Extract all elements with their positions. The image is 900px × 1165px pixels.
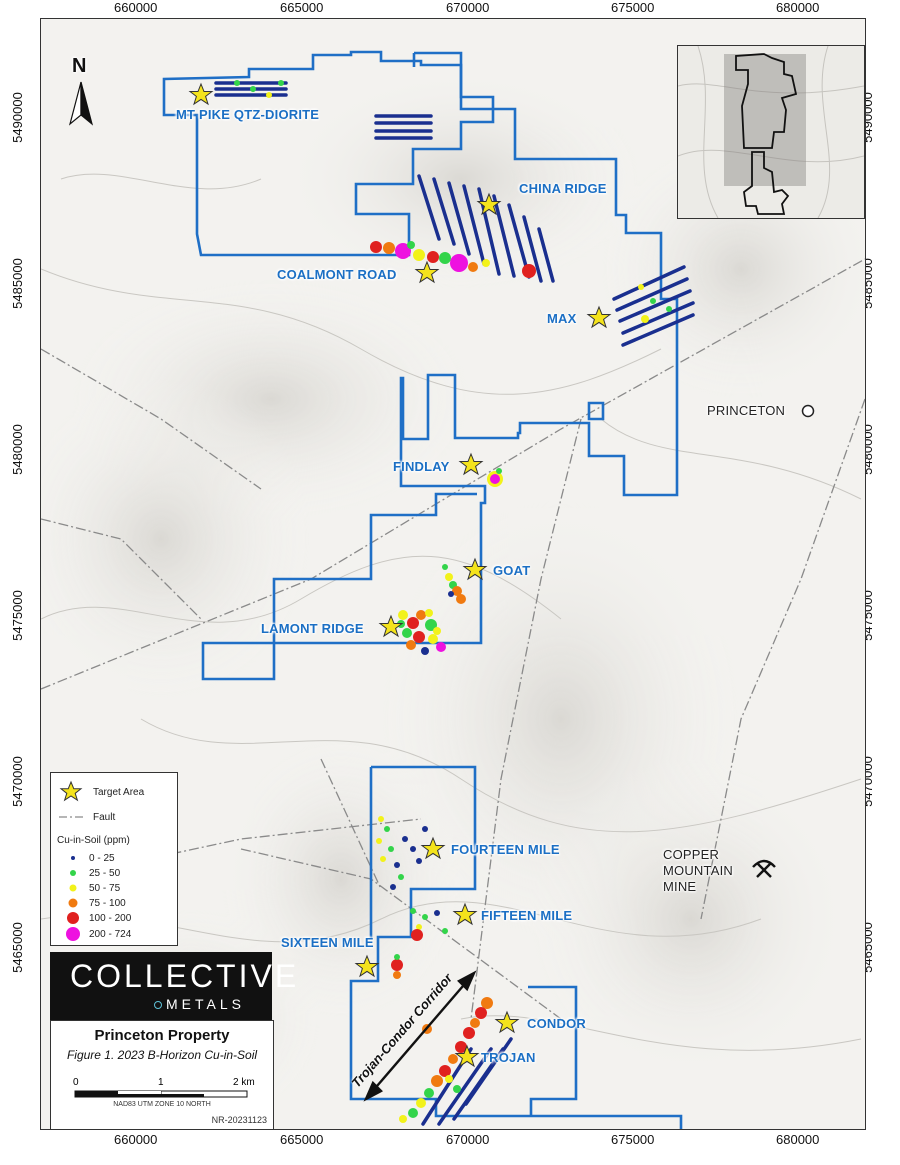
y-tick-left-5465000: 5465000 <box>9 922 25 973</box>
label-china-ridge: CHINA RIDGE <box>519 181 607 196</box>
legend-class-3: 50 - 75 <box>89 882 121 894</box>
princeton-marker <box>801 404 815 418</box>
title-property: Princeton Property <box>94 1027 230 1044</box>
property-boundary <box>162 50 683 1129</box>
ref-code: NR-20231123 <box>211 1115 267 1125</box>
soil-cluster-max <box>638 284 672 323</box>
collective-metals-logo: COLLECTIVE METALS <box>50 952 296 1020</box>
soil-cluster-coalmont-road <box>370 241 536 278</box>
legend-cu-title: Cu-in-Soil (ppm) <box>57 834 130 846</box>
soil-cluster-goat <box>442 564 466 604</box>
logo-line-2: METALS <box>166 996 245 1012</box>
label-mt-pike: MT PIKE QTZ-DIORITE <box>176 107 320 122</box>
north-label: N <box>72 55 87 77</box>
projection-text: NAD83 UTM ZONE 10 NORTH <box>113 1101 211 1108</box>
soil-cluster-trojan-condor <box>399 997 493 1123</box>
x-tick-bottom-670000: 670000 <box>446 1132 490 1147</box>
inset-map <box>677 45 865 219</box>
corridor-arrow <box>363 970 477 1102</box>
label-goat: GOAT <box>493 563 531 578</box>
label-condor: CONDOR <box>527 1016 586 1031</box>
x-tick-top-675000: 675000 <box>611 0 655 15</box>
label-fourteen-mile: FOURTEEN MILE <box>451 842 560 857</box>
label-findlay: FINDLAY <box>393 459 450 474</box>
soil-cluster-fifteen-mile <box>410 908 448 941</box>
logo-line-1: COLLECTIVE <box>70 958 300 994</box>
mine-symbol <box>752 859 776 878</box>
label-copper: COPPER <box>663 847 720 862</box>
label-fifteen-mile: FIFTEEN MILE <box>481 908 573 923</box>
soil-cluster-mt-pike <box>234 80 284 98</box>
soil-cluster-findlay <box>487 468 503 487</box>
scale-bar <box>74 1090 248 1098</box>
inset-graphics <box>678 46 864 218</box>
soil-points <box>234 80 672 1123</box>
x-tick-bottom-665000: 665000 <box>280 1132 324 1147</box>
title-block: Princeton Property Figure 1. 2023 B-Hori… <box>50 1020 274 1130</box>
x-tick-bottom-680000: 680000 <box>776 1132 820 1147</box>
north-arrow-icon <box>68 81 94 126</box>
y-tick-left-5470000: 5470000 <box>9 756 25 807</box>
legend-target-area: Target Area <box>93 786 145 798</box>
x-tick-top-670000: 670000 <box>446 0 490 15</box>
inset-extent <box>724 54 806 186</box>
legend-symbols <box>59 780 83 941</box>
legend-class-2: 25 - 50 <box>89 867 121 879</box>
logo-dot-icon <box>154 1001 162 1009</box>
legend-fault: Fault <box>93 811 116 823</box>
label-mountain: MOUNTAIN <box>663 863 733 878</box>
soil-cluster-fourteen-mile <box>376 816 428 890</box>
scale-0: 0 <box>73 1077 79 1088</box>
x-tick-top-680000: 680000 <box>776 0 820 15</box>
x-tick-top-665000: 665000 <box>280 0 324 15</box>
x-tick-bottom-660000: 660000 <box>114 1132 158 1147</box>
y-tick-left-5485000: 5485000 <box>9 258 25 309</box>
y-tick-left-5490000: 5490000 <box>9 92 25 143</box>
label-lamont-ridge: LAMONT RIDGE <box>261 621 364 636</box>
x-tick-bottom-675000: 675000 <box>611 1132 655 1147</box>
inset-boundary <box>735 53 798 215</box>
legend-class-5: 100 - 200 <box>89 912 132 924</box>
label-coalmont-road: COALMONT ROAD <box>277 267 397 282</box>
label-princeton: PRINCETON <box>707 403 786 418</box>
scale-1: 1 <box>158 1077 164 1088</box>
legend-class-1: 0 - 25 <box>89 852 115 864</box>
soil-cluster-lamont-ridge <box>397 609 446 655</box>
x-tick-top-660000: 660000 <box>114 0 158 15</box>
legend: Target Area Fault Cu-in-Soil (ppm) 0 - 2… <box>50 772 178 946</box>
label-max: MAX <box>547 311 577 326</box>
terrain-lines <box>41 173 862 1051</box>
scale-2: 2 km <box>233 1077 255 1088</box>
label-trojan: TROJAN <box>481 1050 536 1065</box>
soil-cluster-sixteen-mile <box>391 954 403 979</box>
legend-class-4: 75 - 100 <box>89 897 126 909</box>
y-tick-left-5480000: 5480000 <box>9 424 25 475</box>
label-mine: MINE <box>663 879 697 894</box>
label-sixteen-mile: SIXTEEN MILE <box>281 935 374 950</box>
title-figure: Figure 1. 2023 B-Horizon Cu-in-Soil <box>66 1048 258 1062</box>
y-tick-left-5475000: 5475000 <box>9 590 25 641</box>
legend-class-6: 200 - 724 <box>89 928 132 940</box>
